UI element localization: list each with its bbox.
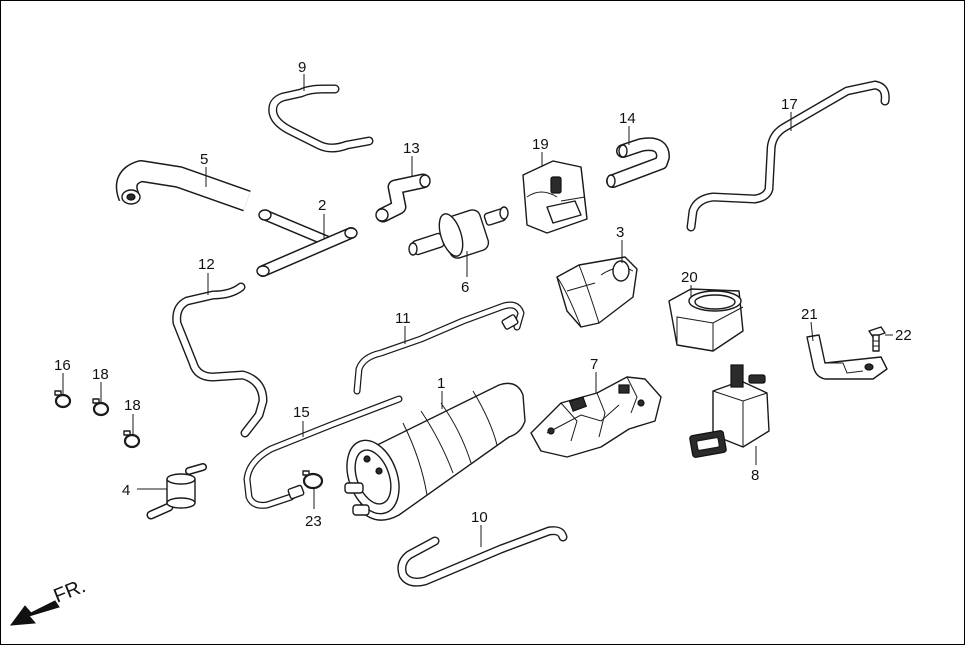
part-9-hose: [268, 84, 374, 153]
callout-11: 11: [395, 310, 411, 327]
part-2-t-junction: [256, 209, 358, 277]
callout-7: 7: [590, 356, 598, 373]
callout-20: 20: [681, 269, 698, 286]
part-19-rubber-mount: [522, 160, 588, 234]
callout-13: 13: [403, 140, 420, 157]
part-7-bracket-assembly: [530, 376, 662, 458]
callout-12: 12: [198, 256, 215, 273]
callout-15: 15: [293, 404, 310, 421]
callout-10: 10: [471, 509, 488, 526]
callout-19: 19: [532, 136, 549, 153]
part-18-clamp-a: [92, 398, 110, 417]
callout-1: 1: [437, 375, 445, 392]
part-14-hose: [606, 137, 670, 188]
part-8-solenoid-valve: [689, 364, 770, 458]
part-3-cover: [556, 256, 638, 328]
callout-22: 22: [895, 327, 912, 344]
part-21-bracket: [806, 334, 888, 380]
part-22-bolt: [868, 326, 886, 352]
callout-5: 5: [200, 151, 208, 168]
callout-17: 17: [781, 96, 798, 113]
part-12-hose: [172, 282, 268, 438]
part-5-hose: [115, 160, 251, 212]
callout-18b: 18: [124, 397, 141, 414]
part-13-elbow: [375, 173, 431, 223]
leader-21: [810, 321, 814, 342]
part-17-hose: [686, 80, 890, 232]
callout-9: 9: [298, 59, 306, 76]
callout-8: 8: [751, 467, 759, 484]
part-20-holder: [668, 288, 744, 352]
front-direction-arrow: [9, 600, 60, 626]
callout-4: 4: [122, 482, 130, 499]
callout-23: 23: [305, 513, 322, 530]
part-4-check-valve: [146, 463, 207, 520]
callout-16: 16: [54, 357, 71, 374]
callout-18a: 18: [92, 366, 109, 383]
part-10-hose: [397, 526, 568, 587]
part-11-hose: [353, 301, 525, 395]
part-23-clamp: [302, 470, 324, 490]
front-direction-label: FR.: [51, 575, 89, 607]
part-1-canister: [344, 382, 526, 521]
callout-2: 2: [318, 197, 326, 214]
callout-21: 21: [801, 306, 818, 323]
part-18-clamp-b: [123, 430, 141, 449]
callout-3: 3: [616, 224, 624, 241]
part-15-hose: [243, 395, 403, 509]
callout-6: 6: [461, 279, 469, 296]
part-6-inline-filter: [408, 206, 509, 259]
callout-14: 14: [619, 110, 636, 127]
part-16-clamp: [54, 390, 72, 409]
